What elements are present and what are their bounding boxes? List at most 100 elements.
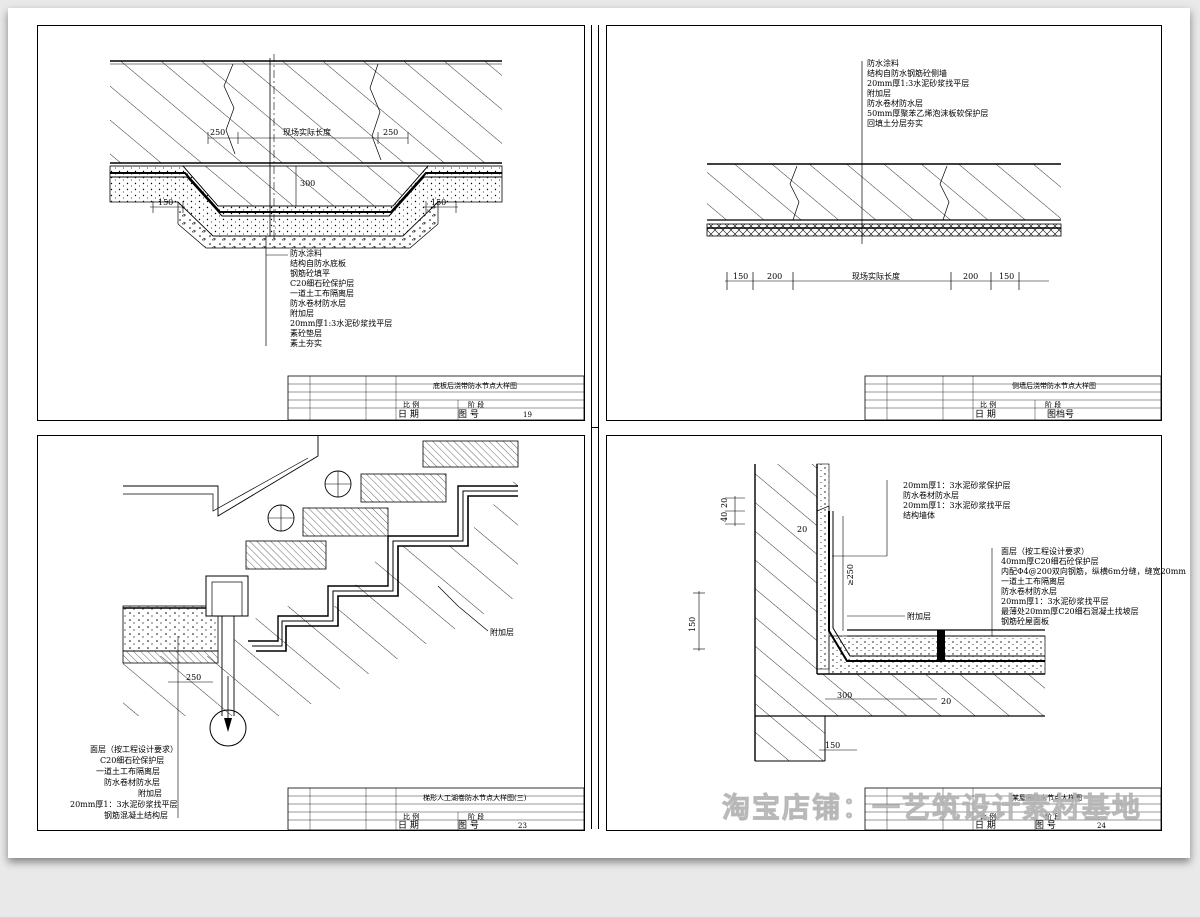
panel-roof-detail: 20mm厚1：3水泥砂浆保护层 防水卷材防水层 20mm厚1：3水泥砂浆找平层 … xyxy=(606,435,1186,831)
svg-text:回填土分层夯实: 回填土分层夯实 xyxy=(867,118,923,128)
stair-drawing: 附加层 250 面层（按工程设计要求） C20细石砼保护层 一道土工布隔离层 防… xyxy=(70,436,585,831)
svg-text:图 号: 图 号 xyxy=(1035,820,1056,831)
svg-text:40mm厚C20细石砼保护层: 40mm厚C20细石砼保护层 xyxy=(1001,556,1099,566)
dim-300: 300 xyxy=(300,179,315,188)
svg-text:日 期: 日 期 xyxy=(398,820,419,831)
title-block-tr: 侧墙后浇带防水节点大样图 比 例 阶 段 日 期 图档号 xyxy=(864,375,1162,421)
svg-text:素砼垫层: 素砼垫层 xyxy=(290,328,322,338)
svg-text:结构自防水底板: 结构自防水底板 xyxy=(290,258,346,268)
svg-text:防水卷材防水层: 防水卷材防水层 xyxy=(104,777,160,787)
svg-text:300: 300 xyxy=(837,691,852,700)
svg-text:日 期: 日 期 xyxy=(398,409,419,420)
svg-text:20mm厚1：3水泥砂浆找平层: 20mm厚1：3水泥砂浆找平层 xyxy=(1001,596,1109,606)
svg-text:防水涂料: 防水涂料 xyxy=(867,58,899,68)
svg-text:钢筋砼屋面板: 钢筋砼屋面板 xyxy=(1001,616,1049,626)
svg-text:附加层: 附加层 xyxy=(138,788,162,798)
dim-250-right: 250 xyxy=(383,128,398,137)
dim-length: 现场实际长度 xyxy=(283,127,331,137)
svg-text:150: 150 xyxy=(733,272,748,281)
svg-text:比 例: 比 例 xyxy=(403,812,419,821)
svg-text:20mm厚1：3水泥砂浆找平层: 20mm厚1：3水泥砂浆找平层 xyxy=(903,500,1011,510)
svg-text:现场实际长度: 现场实际长度 xyxy=(852,271,900,281)
svg-text:一道土工布隔离层: 一道土工布隔离层 xyxy=(96,766,160,776)
side-wall-leader-labels: 防水涂料 结构自防水钢筋砼侧墙 20mm厚1:3水泥砂浆找平层 附加层 防水卷材… xyxy=(867,58,988,128)
svg-text:20: 20 xyxy=(797,525,807,534)
svg-text:200: 200 xyxy=(963,272,978,281)
svg-text:结构自防水钢筋砼侧墙: 结构自防水钢筋砼侧墙 xyxy=(867,68,947,78)
svg-text:防水卷材防水层: 防水卷材防水层 xyxy=(1001,586,1057,596)
dim-150-right: 150 xyxy=(431,198,446,207)
svg-text:面层（按工程设计要求）: 面层（按工程设计要求） xyxy=(90,744,178,754)
title-tl: 底板后浇带防水节点大样图 xyxy=(433,381,517,390)
slab-hatch xyxy=(110,61,502,163)
svg-text:附加层: 附加层 xyxy=(867,88,891,98)
svg-text:阶 段: 阶 段 xyxy=(1045,812,1061,821)
svg-text:防水卷材防水层: 防水卷材防水层 xyxy=(903,490,959,500)
svg-text:图 号: 图 号 xyxy=(458,820,479,831)
svg-text:19: 19 xyxy=(523,411,532,419)
callout-additional-layer-bl: 附加层 xyxy=(490,627,514,637)
sheet-divider-horizontal xyxy=(591,427,599,428)
floor-slab-drawing: 250 现场实际长度 250 300 150 150 防水涂料 结构自防水底板 … xyxy=(109,54,585,421)
roof-wall-leader-labels: 20mm厚1：3水泥砂浆保护层 防水卷材防水层 20mm厚1：3水泥砂浆找平层 … xyxy=(903,480,1011,520)
svg-text:C20细石砼保护层: C20细石砼保护层 xyxy=(290,278,354,288)
roof-drawing: 20mm厚1：3水泥砂浆保护层 防水卷材防水层 20mm厚1：3水泥砂浆找平层 … xyxy=(688,463,1186,831)
dim-150-left: 150 xyxy=(158,198,173,207)
panel-stair-detail: 附加层 250 面层（按工程设计要求） C20细石砼保护层 一道土工布隔离层 防… xyxy=(37,435,585,831)
svg-text:≥250: ≥250 xyxy=(846,564,855,586)
svg-text:20mm厚1:3水泥砂浆找平层: 20mm厚1:3水泥砂浆找平层 xyxy=(867,78,969,88)
panel-floor-slab-detail: 250 现场实际长度 250 300 150 150 防水涂料 结构自防水底板 … xyxy=(37,25,585,421)
svg-text:图 号: 图 号 xyxy=(458,409,479,420)
panel-side-wall-detail: 防水涂料 结构自防水钢筋砼侧墙 20mm厚1:3水泥砂浆找平层 附加层 防水卷材… xyxy=(606,25,1162,421)
svg-text:内配Φ4@200双向钢筋，纵横6m分缝，缝宽20mm: 内配Φ4@200双向钢筋，纵横6m分缝，缝宽20mm xyxy=(1001,566,1186,576)
title-tr: 侧墙后浇带防水节点大样图 xyxy=(1012,381,1096,390)
title-bl: 梯形人工湖卷防水节点大样图(三) xyxy=(423,793,527,802)
side-wall-drawing: 防水涂料 结构自防水钢筋砼侧墙 20mm厚1:3水泥砂浆找平层 附加层 防水卷材… xyxy=(706,58,1162,421)
svg-text:150: 150 xyxy=(825,741,840,750)
svg-text:最薄处20mm厚C20细石混凝土找坡层: 最薄处20mm厚C20细石混凝土找坡层 xyxy=(1001,606,1139,616)
svg-text:20mm厚1：3水泥砂浆找平层: 20mm厚1：3水泥砂浆找平层 xyxy=(70,799,178,809)
floor-slab-leader-labels: 防水涂料 结构自防水底板 钢筋砼填平 C20细石砼保护层 一道土工布隔离层 防水… xyxy=(266,248,392,348)
svg-text:钢筋混凝土结构层: 钢筋混凝土结构层 xyxy=(104,810,168,820)
callout-additional-layer-br: 附加层 xyxy=(907,611,931,621)
svg-text:20: 20 xyxy=(941,697,951,706)
svg-text:钢筋砼填平: 钢筋砼填平 xyxy=(290,268,330,278)
svg-text:日 期: 日 期 xyxy=(975,409,996,420)
svg-text:20mm厚1：3水泥砂浆保护层: 20mm厚1：3水泥砂浆保护层 xyxy=(903,480,1011,490)
svg-text:防水卷材防水层: 防水卷材防水层 xyxy=(290,298,346,308)
svg-text:阶 段: 阶 段 xyxy=(1045,400,1061,409)
svg-text:比 例: 比 例 xyxy=(980,812,996,821)
svg-text:结构墙体: 结构墙体 xyxy=(903,510,935,520)
svg-text:图档号: 图档号 xyxy=(1047,408,1074,420)
watermark: 淘宝店铺：一艺筑设计素材基地 xyxy=(721,791,1143,825)
svg-text:200: 200 xyxy=(767,272,782,281)
stair-leader-labels: 面层（按工程设计要求） C20细石砼保护层 一道土工布隔离层 防水卷材防水层 附… xyxy=(70,636,179,820)
svg-text:150: 150 xyxy=(688,617,697,632)
title-br: 某屋面防水节点大样图 xyxy=(1012,793,1082,802)
title-block-br: 某屋面防水节点大样图 比 例 阶 段 日 期 图 号 24 xyxy=(864,787,1162,831)
roof-slab-leader-labels: 面层（按工程设计要求） 40mm厚C20细石砼保护层 内配Φ4@200双向钢筋，… xyxy=(1001,546,1186,626)
svg-text:50mm厚聚苯乙烯泡沫板软保护层: 50mm厚聚苯乙烯泡沫板软保护层 xyxy=(867,108,988,118)
svg-text:C20细石砼保护层: C20细石砼保护层 xyxy=(100,755,164,765)
svg-text:附加层: 附加层 xyxy=(290,308,314,318)
svg-text:素土夯实: 素土夯实 xyxy=(290,338,322,348)
svg-text:日 期: 日 期 xyxy=(975,820,996,831)
svg-text:阶 段: 阶 段 xyxy=(468,812,484,821)
svg-text:防水涂料: 防水涂料 xyxy=(290,248,322,258)
svg-text:阶 段: 阶 段 xyxy=(468,400,484,409)
svg-text:20: 20 xyxy=(720,498,729,508)
title-block-tl: 底板后浇带防水节点大样图 比 例 阶 段 日 期 图 号 19 xyxy=(287,375,585,421)
svg-text:面层（按工程设计要求）: 面层（按工程设计要求） xyxy=(1001,546,1089,556)
svg-text:比 例: 比 例 xyxy=(403,400,419,409)
svg-text:20mm厚1:3水泥砂浆找平层: 20mm厚1:3水泥砂浆找平层 xyxy=(290,318,392,328)
svg-text:24: 24 xyxy=(1097,822,1106,830)
title-block-bl: 梯形人工湖卷防水节点大样图(三) 比 例 阶 段 日 期 图 号 23 xyxy=(287,787,585,831)
svg-text:一道土工布隔离层: 一道土工布隔离层 xyxy=(290,288,354,298)
svg-text:比 例: 比 例 xyxy=(980,400,996,409)
dim-250-left: 250 xyxy=(210,128,225,137)
svg-text:150: 150 xyxy=(999,272,1014,281)
svg-text:250: 250 xyxy=(186,673,201,682)
svg-text:40: 40 xyxy=(720,512,729,522)
svg-text:防水卷材防水层: 防水卷材防水层 xyxy=(867,98,923,108)
svg-text:一道土工布隔离层: 一道土工布隔离层 xyxy=(1001,576,1065,586)
